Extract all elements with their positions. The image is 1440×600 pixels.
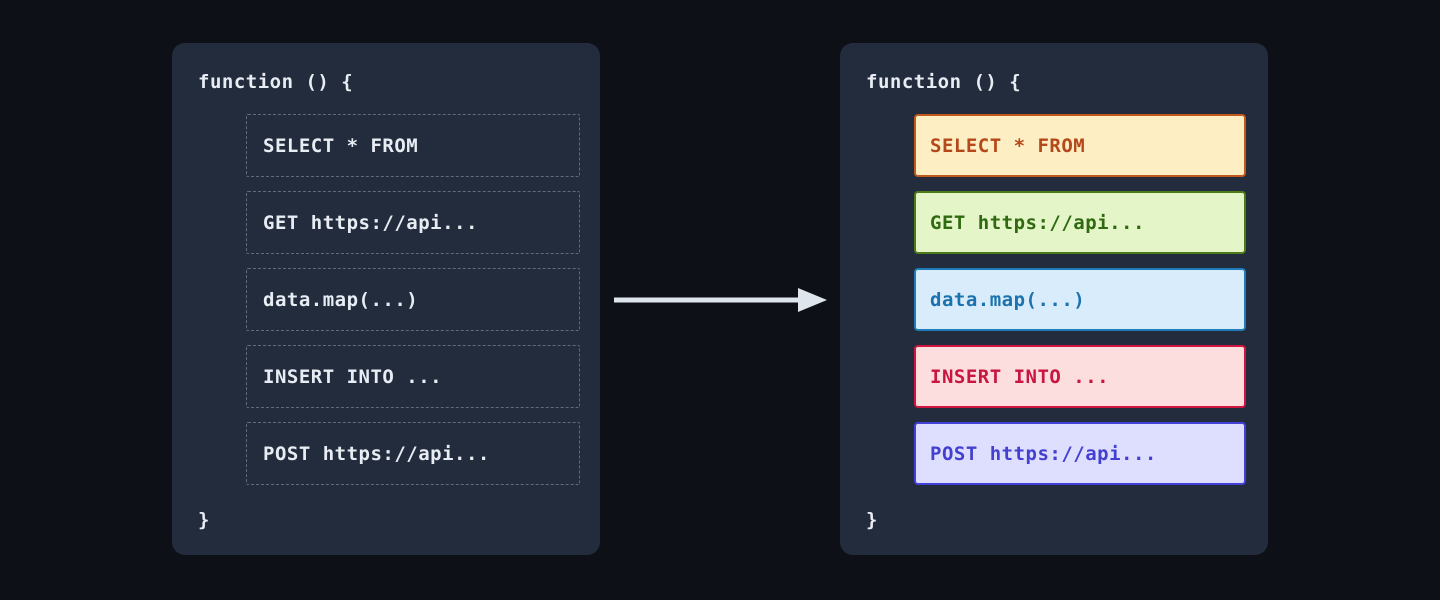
function-open-brace-before: function () { — [198, 71, 354, 93]
statement-label: POST https://api... — [930, 442, 1157, 465]
highlighted-block-map[interactable]: data.map(...) — [914, 268, 1246, 331]
statement-block-post[interactable]: POST https://api... — [246, 422, 580, 485]
function-close-brace-before: } — [198, 509, 210, 531]
code-panel-after: function () { SELECT * FROM GET https://… — [840, 43, 1268, 555]
arrow-head — [798, 288, 827, 312]
highlighted-block-select[interactable]: SELECT * FROM — [914, 114, 1246, 177]
highlighted-block-post[interactable]: POST https://api... — [914, 422, 1246, 485]
function-close-brace-after: } — [866, 509, 878, 531]
statement-label: GET https://api... — [930, 211, 1145, 234]
code-panel-before: function () { SELECT * FROM GET https://… — [172, 43, 600, 555]
statement-label: SELECT * FROM — [930, 134, 1086, 157]
highlighted-block-get[interactable]: GET https://api... — [914, 191, 1246, 254]
statement-list-before: SELECT * FROM GET https://api... data.ma… — [246, 114, 580, 485]
statement-block-insert[interactable]: INSERT INTO ... — [246, 345, 580, 408]
statement-label: data.map(...) — [263, 288, 419, 311]
statement-label: GET https://api... — [263, 211, 478, 234]
highlighted-block-insert[interactable]: INSERT INTO ... — [914, 345, 1246, 408]
transform-arrow-icon — [614, 288, 827, 312]
statement-block-select[interactable]: SELECT * FROM — [246, 114, 580, 177]
statement-block-get[interactable]: GET https://api... — [246, 191, 580, 254]
statement-label: data.map(...) — [930, 288, 1086, 311]
statement-block-map[interactable]: data.map(...) — [246, 268, 580, 331]
statement-label: INSERT INTO ... — [930, 365, 1110, 388]
statement-label: SELECT * FROM — [263, 134, 419, 157]
statement-list-after: SELECT * FROM GET https://api... data.ma… — [914, 114, 1246, 485]
statement-label: POST https://api... — [263, 442, 490, 465]
statement-label: INSERT INTO ... — [263, 365, 443, 388]
function-open-brace-after: function () { — [866, 71, 1022, 93]
